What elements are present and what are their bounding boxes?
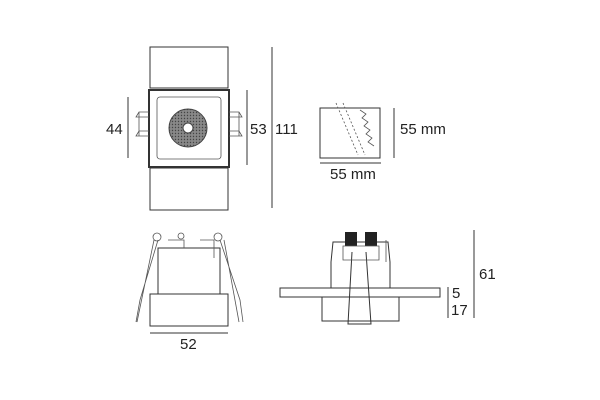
mesh-bottom: [149, 167, 229, 211]
dim-label-53: 53: [250, 121, 267, 138]
cutout-box: [319, 107, 381, 159]
side-springs: [135, 239, 244, 323]
dim-label-17: 17: [451, 302, 468, 319]
dim-label-61: 61: [479, 266, 496, 283]
trim-inner: [156, 96, 222, 160]
light-cone: [347, 251, 372, 325]
flange: [279, 287, 441, 298]
mesh-top: [149, 46, 229, 89]
dim-label-44: 44: [106, 121, 123, 138]
dim-label-5: 5: [452, 285, 460, 302]
dim-label-111: 111: [275, 121, 298, 138]
side-view: 52: [135, 232, 244, 353]
side-body: [149, 293, 229, 327]
dim-label-cutout-height: 55 mm: [400, 121, 446, 138]
recess-body: [321, 297, 400, 322]
profile-view: 5 17 61: [279, 230, 496, 325]
top-view: 44 53 111: [106, 46, 298, 211]
spring-clips-right: [229, 111, 243, 137]
cutout-view: 55 mm 55 mm: [319, 102, 446, 183]
spring-clips-left: [135, 111, 149, 137]
cutout-section: [335, 102, 366, 156]
dim-label-cutout-width: 55 mm: [330, 166, 376, 183]
dim-label-52: 52: [180, 336, 197, 353]
connector-left: [345, 232, 357, 246]
connector-right: [365, 232, 377, 246]
lens-center: [182, 122, 194, 134]
